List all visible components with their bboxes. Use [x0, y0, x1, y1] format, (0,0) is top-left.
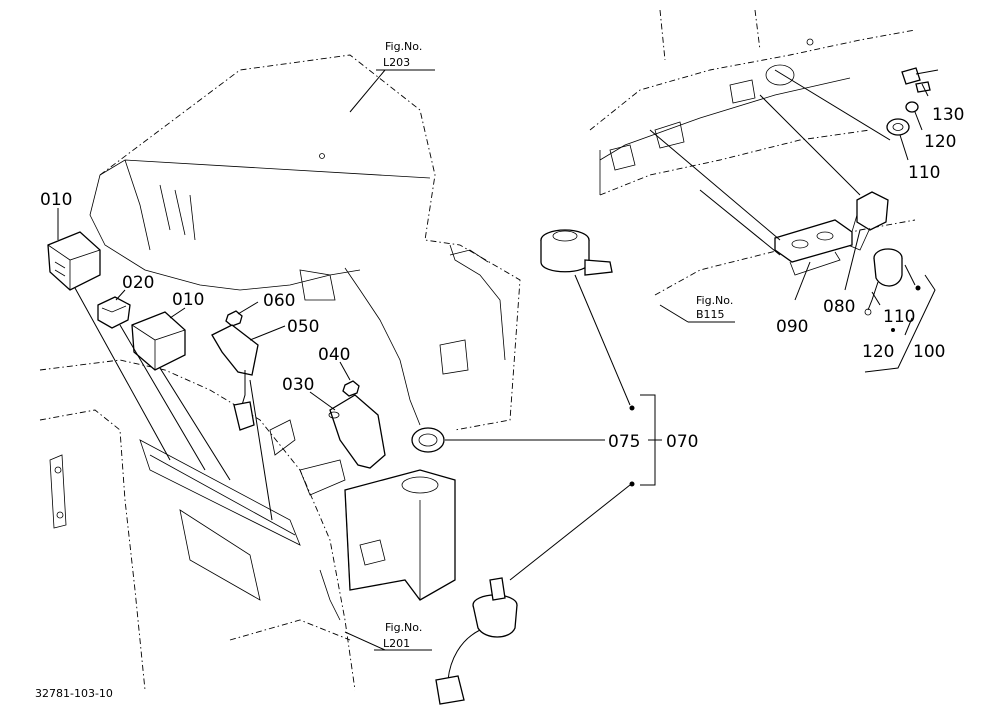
dashboard-hood-outline [89, 54, 521, 431]
callout-080: 080 [823, 297, 855, 317]
callout-075: 075 [608, 432, 640, 452]
figure-ref-bottom-label: Fig.No. [385, 621, 422, 634]
leader-lines [57, 69, 936, 651]
relay-010-lower [131, 311, 186, 371]
switch-080 [847, 191, 889, 251]
callout-030: 030 [282, 375, 314, 395]
bracket-030 [328, 394, 386, 469]
figure-ref-bottom: Fig.No. L201 [383, 621, 422, 650]
callout-060: 060 [263, 291, 295, 311]
callout-010-lower: 010 [172, 290, 204, 310]
callout-110-bottom: 110 [883, 307, 915, 327]
steering-column-frame [39, 359, 356, 691]
flasher-050 [211, 324, 259, 431]
figure-ref-inset-code: B115 [696, 308, 725, 321]
figure-ref-inset: Fig.No. B115 [696, 294, 733, 321]
switch-panel-090 [774, 219, 853, 276]
callout-100: 100 [913, 342, 945, 362]
relay-010-upper [47, 231, 101, 291]
nut-060 [225, 310, 243, 327]
figure-ref-bottom-code: L201 [383, 637, 410, 650]
callout-070: 070 [666, 432, 698, 452]
callout-120-bottom: 120 [862, 342, 894, 362]
callout-010-upper: 010 [40, 190, 72, 210]
nut-ring-075 [411, 427, 445, 453]
nut-040 [342, 380, 360, 397]
ignition-switch-110 [864, 248, 903, 316]
figure-ref-inset-label: Fig.No. [696, 294, 733, 307]
nut-110-top [886, 118, 910, 136]
callout-090: 090 [776, 317, 808, 337]
figure-ref-top-code: L203 [383, 56, 410, 69]
inset-panel [589, 9, 916, 296]
switch-075-lower [435, 577, 518, 705]
key-130 [901, 67, 939, 93]
callout-110-top: 110 [908, 163, 940, 183]
callout-020: 020 [122, 273, 154, 293]
switch-075-upper [540, 229, 613, 276]
callout-130: 130 [932, 105, 964, 125]
figure-ref-top: Fig.No. L203 [383, 40, 422, 69]
washer-120-top [905, 101, 919, 113]
switch-bracket [344, 469, 456, 601]
callout-050: 050 [287, 317, 319, 337]
document-id: 32781-103-10 [35, 687, 113, 700]
figure-ref-top-label: Fig.No. [385, 40, 422, 53]
callout-040: 040 [318, 345, 350, 365]
connector-020 [97, 296, 131, 329]
callout-120-top: 120 [924, 132, 956, 152]
